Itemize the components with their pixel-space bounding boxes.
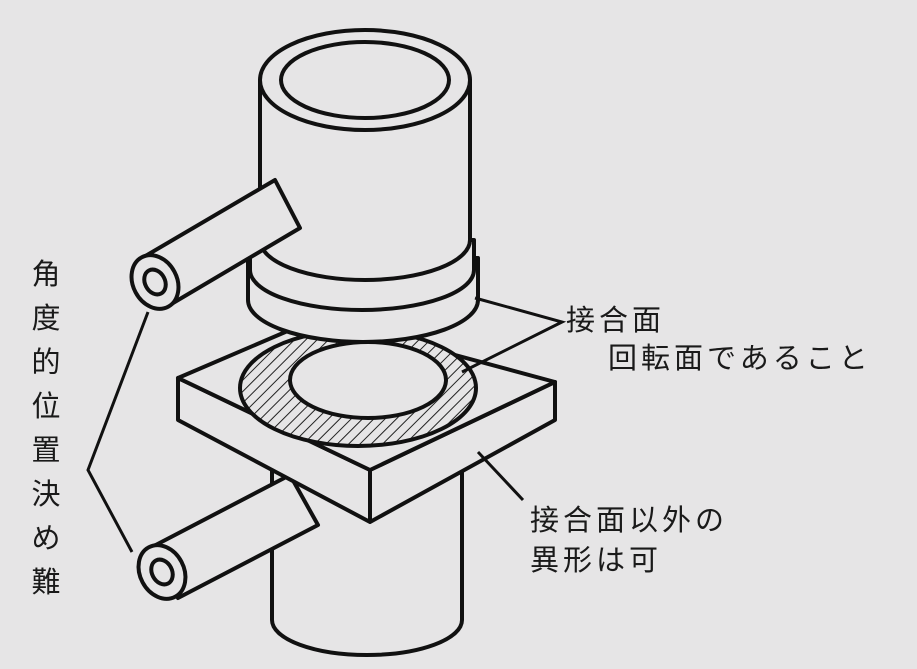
char: 的 (31, 345, 61, 379)
joint-surface-ring (238, 328, 478, 448)
leader-lines (86, 296, 567, 553)
lower-cylinder (270, 468, 464, 657)
joint-label-line1: 接合面 (566, 303, 666, 337)
char: 難 (31, 565, 61, 599)
char: 位 (31, 389, 61, 423)
char: め (31, 521, 61, 555)
other-label-line1: 接合面以外の (530, 503, 729, 537)
char: 置 (31, 433, 61, 467)
lower-side-pipe (136, 473, 320, 601)
joint-label-line2: 回転面であること (608, 341, 872, 375)
char: 決 (31, 477, 61, 511)
upper-side-pipe (129, 178, 302, 311)
char: 角 (31, 257, 61, 291)
char: 度 (31, 301, 61, 335)
upper-cylinder (246, 28, 480, 344)
angular-positioning-label: 角 度 的 位 置 決 め 難 (26, 252, 66, 604)
other-label-line2: 異形は可 (530, 543, 663, 577)
